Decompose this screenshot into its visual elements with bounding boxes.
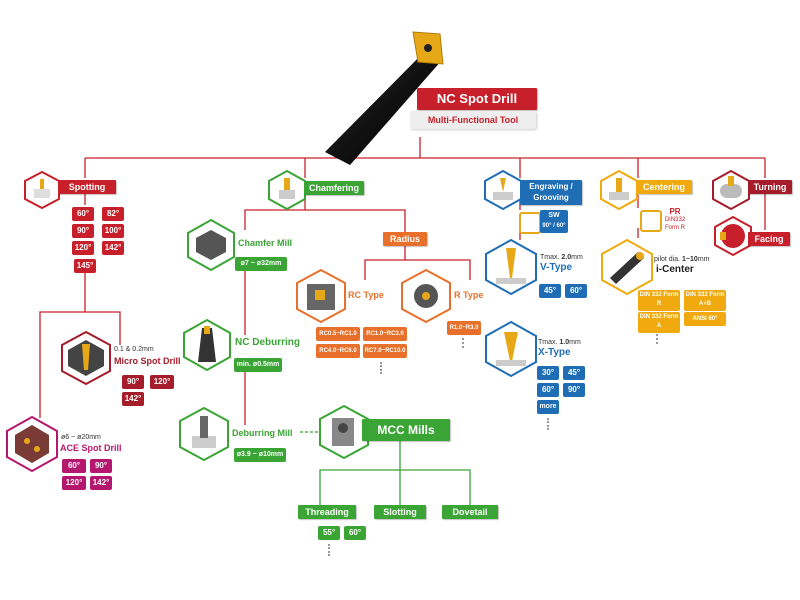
x-type-more-dots bbox=[547, 418, 549, 430]
ace-angle: 142° bbox=[90, 476, 112, 490]
ace-label: ACE Spot Drill bbox=[60, 443, 122, 453]
v-type-tmax: Tmax. 2.0mm bbox=[540, 254, 583, 261]
micro-angle: 142° bbox=[122, 392, 144, 406]
i-center-form: DIN 332 Form A bbox=[638, 312, 680, 333]
x-type-angle: 60° bbox=[537, 383, 559, 397]
rc-type-more-dots bbox=[380, 362, 382, 374]
radius-label: Radius bbox=[383, 232, 427, 246]
i-center-form: ANSI 60° bbox=[684, 312, 726, 326]
micro-dims: 0.1 & 0.2mm bbox=[114, 346, 154, 353]
deburring-mill-hexagon-icon bbox=[179, 406, 229, 462]
x-type-hexagon-icon bbox=[485, 320, 537, 378]
engraving-label: Engraving / Grooving bbox=[520, 180, 582, 205]
spot-drill-holder-image bbox=[325, 31, 444, 165]
r-type-label: R Type bbox=[454, 290, 484, 300]
micro-spot-drill-hexagon-icon bbox=[61, 330, 111, 386]
spotting-angle: 60° bbox=[72, 207, 94, 221]
turning-hexagon-icon bbox=[712, 170, 750, 210]
i-center-more-dots bbox=[656, 334, 658, 344]
turning-label: Turning bbox=[748, 180, 792, 194]
deburring-mill-range: ø3.9 ~ ø10mm bbox=[234, 448, 286, 462]
ace-angle: 120° bbox=[62, 476, 86, 490]
nc-deburring-label: NC Deburring bbox=[235, 337, 300, 348]
title-main: NC Spot Drill bbox=[417, 88, 537, 110]
title-sub-box bbox=[410, 111, 536, 129]
ace-spot-drill-hexagon-icon bbox=[6, 415, 58, 473]
chamfer-mill-hexagon-icon bbox=[187, 218, 235, 272]
spotting-angle: 90° bbox=[72, 224, 94, 238]
chamfer-mill-label: Chamfer Mill bbox=[238, 238, 293, 248]
sw-insert-icon bbox=[519, 212, 541, 234]
centering-hexagon-icon bbox=[600, 170, 638, 210]
i-center-form: DIN 332 Form R bbox=[638, 290, 680, 311]
ace-dims: ø6 ~ ø20mm bbox=[61, 434, 101, 441]
deburring-mill-label: Deburring Mill bbox=[232, 428, 293, 438]
sw-label: SW bbox=[548, 212, 560, 219]
sw-box: SW 90° / 60° bbox=[540, 210, 568, 233]
pr-label: PR bbox=[669, 207, 681, 216]
x-type-angle: 90° bbox=[563, 383, 585, 397]
slotting-label: Slotting bbox=[374, 505, 426, 519]
x-type-angle: 45° bbox=[563, 366, 585, 380]
rc-type-range: RC0.5~RC1.0 bbox=[316, 327, 360, 341]
rc-type-range: RC1.0~RC3.0 bbox=[363, 327, 407, 341]
i-center-form: DIN 332 Form A+B bbox=[684, 290, 726, 311]
chamfering-hexagon-icon bbox=[268, 170, 306, 210]
pr-form: Form R bbox=[665, 225, 685, 231]
nc-deburring-hexagon-icon bbox=[183, 318, 231, 372]
ace-angle: 60° bbox=[62, 459, 86, 473]
micro-angle: 120° bbox=[150, 375, 174, 389]
title-sub: Multi-Functional Tool bbox=[427, 115, 519, 125]
rc-type-label: RC Type bbox=[348, 290, 384, 300]
chamfering-label: Chamfering bbox=[304, 181, 364, 195]
mcc-mills-label: MCC Mills bbox=[362, 419, 450, 441]
threading-angle: 55° bbox=[318, 526, 340, 540]
pr-insert-icon bbox=[640, 210, 662, 232]
facing-hexagon-icon bbox=[714, 216, 752, 256]
v-type-hexagon-icon bbox=[485, 238, 537, 296]
v-type-angle: 60° bbox=[565, 284, 587, 298]
rc-type-hexagon-icon bbox=[296, 268, 346, 324]
pr-std: DIN332 bbox=[664, 217, 686, 223]
threading-angle: 60° bbox=[344, 526, 366, 540]
micro-label: Micro Spot Drill bbox=[114, 356, 181, 366]
sw-angles: 90° / 60° bbox=[542, 223, 566, 229]
spotting-hexagon-icon bbox=[24, 171, 60, 209]
facing-label: Facing bbox=[748, 232, 790, 246]
micro-angle: 90° bbox=[122, 375, 144, 389]
spotting-angle: 142° bbox=[102, 241, 124, 255]
ace-angle: 90° bbox=[90, 459, 112, 473]
centering-label: Centering bbox=[636, 180, 692, 194]
i-center-pilot: pilot dia. 1~10mm bbox=[654, 256, 710, 263]
r-type-hexagon-icon bbox=[401, 268, 451, 324]
rc-type-range: RC4.0~RC6.0 bbox=[316, 344, 360, 358]
chamfer-mill-range: ø7 ~ ø32mm bbox=[235, 257, 287, 271]
spotting-label: Spotting bbox=[58, 180, 116, 194]
r-type-range: R1.0~R3.0 bbox=[447, 321, 481, 335]
pr-box: PR DIN332 Form R bbox=[660, 208, 690, 232]
v-type-label: V-Type bbox=[540, 262, 573, 273]
spotting-angle: 145° bbox=[74, 259, 96, 273]
spotting-angle: 100° bbox=[102, 224, 124, 238]
engraving-hexagon-icon bbox=[484, 170, 522, 210]
i-center-hexagon-icon bbox=[601, 238, 653, 296]
x-type-tmax: Tmax. 1.0mm bbox=[538, 339, 581, 346]
threading-label: Threading bbox=[298, 505, 356, 519]
threading-more-dots bbox=[328, 544, 330, 556]
spotting-angle: 120° bbox=[72, 241, 94, 255]
v-type-angle: 45° bbox=[539, 284, 561, 298]
r-type-more-dots bbox=[462, 338, 464, 348]
x-type-angle: 30° bbox=[537, 366, 559, 380]
x-type-more: more bbox=[537, 400, 559, 414]
x-type-label: X-Type bbox=[538, 347, 571, 358]
nc-deburring-range: min. ø0.5mm bbox=[234, 358, 282, 372]
i-center-label: i-Center bbox=[656, 264, 694, 275]
rc-type-range: RC7.0~RC10.0 bbox=[363, 344, 407, 358]
spotting-angle: 82° bbox=[102, 207, 124, 221]
dovetail-label: Dovetail bbox=[442, 505, 498, 519]
